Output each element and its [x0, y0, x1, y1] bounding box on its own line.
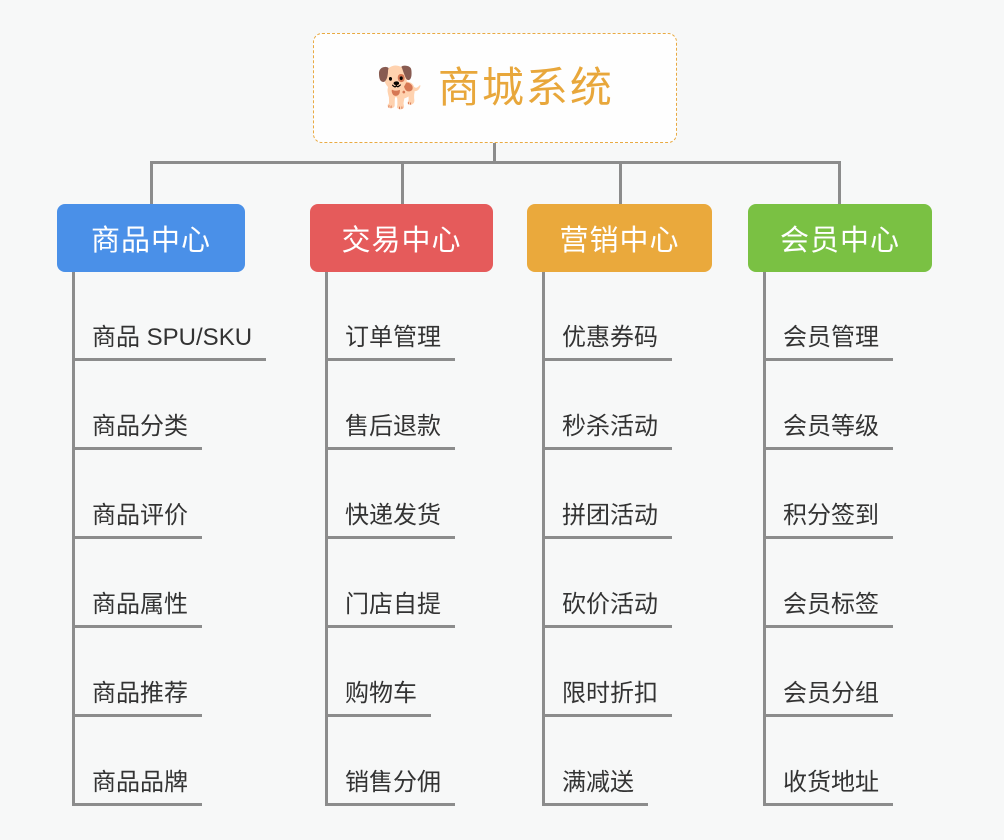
- leaf-label: 优惠券码: [542, 324, 672, 361]
- list-item[interactable]: 优惠券码: [527, 272, 712, 361]
- list-item[interactable]: 会员等级: [748, 361, 932, 450]
- leaf-label: 商品评价: [72, 502, 202, 539]
- list-item[interactable]: 商品属性: [57, 539, 245, 628]
- leaf-list-trade-center: 订单管理 售后退款 快递发货 门店自提 购物车 销售分佣: [310, 272, 493, 806]
- leaf-label: 拼团活动: [542, 502, 672, 539]
- list-item[interactable]: 拼团活动: [527, 450, 712, 539]
- leaf-label: 限时折扣: [542, 680, 672, 717]
- leaf-label: 满减送: [542, 769, 648, 806]
- list-item[interactable]: 收货地址: [748, 717, 932, 806]
- connector-spine: [542, 272, 545, 806]
- branch-header-marketing-center[interactable]: 营销中心: [527, 204, 712, 272]
- connector-spine: [763, 272, 766, 806]
- leaf-label: 砍价活动: [542, 591, 672, 628]
- branch-column-trade-center: 交易中心 订单管理 售后退款 快递发货 门店自提 购物车 销售分佣: [310, 204, 493, 806]
- connector-drop-marketing-center: [619, 161, 622, 206]
- branch-header-label: 交易中心: [341, 225, 462, 257]
- list-item[interactable]: 商品 SPU/SKU: [57, 272, 267, 361]
- branch-header-member-center[interactable]: 会员中心: [748, 204, 932, 272]
- leaf-label: 秒杀活动: [542, 413, 672, 450]
- connector-spine: [325, 272, 328, 806]
- list-item[interactable]: 砍价活动: [527, 539, 712, 628]
- list-item[interactable]: 会员标签: [748, 539, 932, 628]
- leaf-label: 门店自提: [325, 591, 455, 628]
- branch-header-label: 会员中心: [779, 225, 900, 257]
- leaf-label: 收货地址: [763, 769, 893, 806]
- leaf-label: 订单管理: [325, 324, 455, 361]
- root-node[interactable]: 🐕 商城系统: [313, 33, 677, 143]
- shiba-dog-face-icon: 🐕: [376, 66, 426, 110]
- list-item[interactable]: 积分签到: [748, 450, 932, 539]
- branch-column-member-center: 会员中心 会员管理 会员等级 积分签到 会员标签 会员分组 收货地址: [748, 204, 932, 806]
- branch-column-product-center: 商品中心 商品 SPU/SKU 商品分类 商品评价 商品属性 商品推荐 商品品牌: [57, 204, 267, 806]
- connector-trunk-vertical: [493, 143, 496, 164]
- leaf-list-member-center: 会员管理 会员等级 积分签到 会员标签 会员分组 收货地址: [748, 272, 932, 806]
- connector-drop-trade-center: [401, 161, 404, 206]
- list-item[interactable]: 售后退款: [310, 361, 493, 450]
- connector-drop-product-center: [150, 161, 153, 206]
- leaf-label: 购物车: [325, 680, 431, 717]
- connector-drop-member-center: [838, 161, 841, 206]
- list-item[interactable]: 商品分类: [57, 361, 245, 450]
- leaf-label: 积分签到: [763, 502, 893, 539]
- list-item[interactable]: 秒杀活动: [527, 361, 712, 450]
- leaf-label: 商品分类: [72, 413, 202, 450]
- list-item[interactable]: 商品评价: [57, 450, 245, 539]
- leaf-label: 商品 SPU/SKU: [72, 324, 267, 361]
- list-item[interactable]: 会员管理: [748, 272, 932, 361]
- leaf-label: 会员分组: [763, 680, 893, 717]
- leaf-label: 会员管理: [763, 324, 893, 361]
- list-item[interactable]: 快递发货: [310, 450, 493, 539]
- branch-column-marketing-center: 营销中心 优惠券码 秒杀活动 拼团活动 砍价活动 限时折扣 满减送: [527, 204, 712, 806]
- leaf-label: 商品推荐: [72, 680, 202, 717]
- list-item[interactable]: 商品品牌: [57, 717, 245, 806]
- connector-spine: [72, 272, 75, 806]
- list-item[interactable]: 限时折扣: [527, 628, 712, 717]
- branch-header-label: 商品中心: [90, 225, 211, 257]
- leaf-label: 会员等级: [763, 413, 893, 450]
- branch-header-label: 营销中心: [559, 225, 680, 257]
- connector-horizontal-bus: [150, 161, 840, 164]
- list-item[interactable]: 满减送: [527, 717, 712, 806]
- list-item[interactable]: 购物车: [310, 628, 493, 717]
- leaf-label: 商品属性: [72, 591, 202, 628]
- branch-header-product-center[interactable]: 商品中心: [57, 204, 245, 272]
- leaf-label: 售后退款: [325, 413, 455, 450]
- leaf-label: 销售分佣: [325, 769, 455, 806]
- leaf-label: 快递发货: [325, 502, 455, 539]
- list-item[interactable]: 商品推荐: [57, 628, 245, 717]
- list-item[interactable]: 订单管理: [310, 272, 493, 361]
- branch-header-trade-center[interactable]: 交易中心: [310, 204, 493, 272]
- root-node-title: 商城系统: [437, 64, 614, 111]
- leaf-list-product-center: 商品 SPU/SKU 商品分类 商品评价 商品属性 商品推荐 商品品牌: [57, 272, 267, 806]
- list-item[interactable]: 销售分佣: [310, 717, 493, 806]
- leaf-label: 会员标签: [763, 591, 893, 628]
- list-item[interactable]: 门店自提: [310, 539, 493, 628]
- list-item[interactable]: 会员分组: [748, 628, 932, 717]
- leaf-label: 商品品牌: [72, 769, 202, 806]
- leaf-list-marketing-center: 优惠券码 秒杀活动 拼团活动 砍价活动 限时折扣 满减送: [527, 272, 712, 806]
